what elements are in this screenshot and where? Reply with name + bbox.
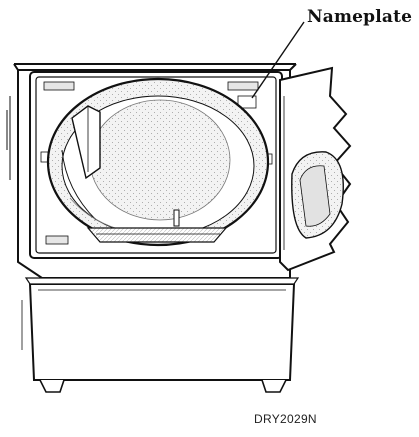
nameplate	[237, 95, 257, 109]
figure-code: DRY2029N	[254, 412, 317, 426]
lint-filter	[86, 227, 228, 243]
pedestal	[21, 277, 300, 393]
drum	[46, 77, 270, 247]
nameplate-callout-label: Nameplate	[307, 7, 413, 27]
callout-leader	[251, 21, 305, 99]
open-door	[279, 66, 352, 272]
